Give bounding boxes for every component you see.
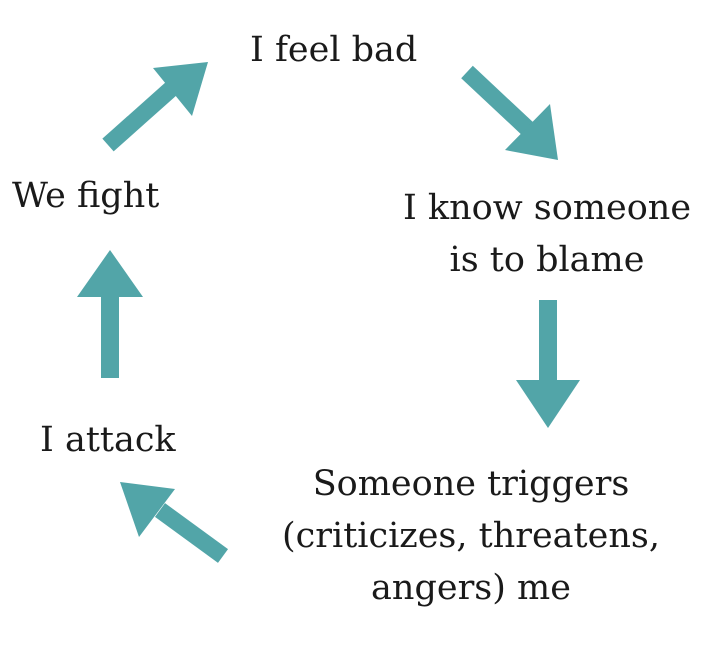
node-text-line: angers) me [371,568,571,608]
arrow-attack-to-fight [77,250,143,378]
arrow-fight-to-feel-bad [102,62,208,152]
node-we-fight: We fight [12,170,159,222]
node-text-line: We fight [12,176,160,216]
node-text-line: is to blame [449,240,645,280]
node-i-feel-bad: I feel bad [250,24,417,76]
node-i-attack: I attack [40,414,176,466]
node-text-line: I feel bad [250,30,418,70]
node-text-line: Someone triggers [312,464,630,504]
arrow-feel-bad-to-blame [461,65,558,160]
arrow-blame-to-triggers [516,300,580,428]
node-text-line: (criticizes, threatens, [282,516,660,556]
node-someone-triggers: Someone triggers (criticizes, threatens,… [262,458,680,614]
arrow-triggers-to-attack [120,482,229,563]
node-text-line: I attack [40,420,176,460]
node-i-know-someone-is-to-blame: I know someone is to blame [392,182,702,286]
node-text-line: I know someone [402,188,692,228]
